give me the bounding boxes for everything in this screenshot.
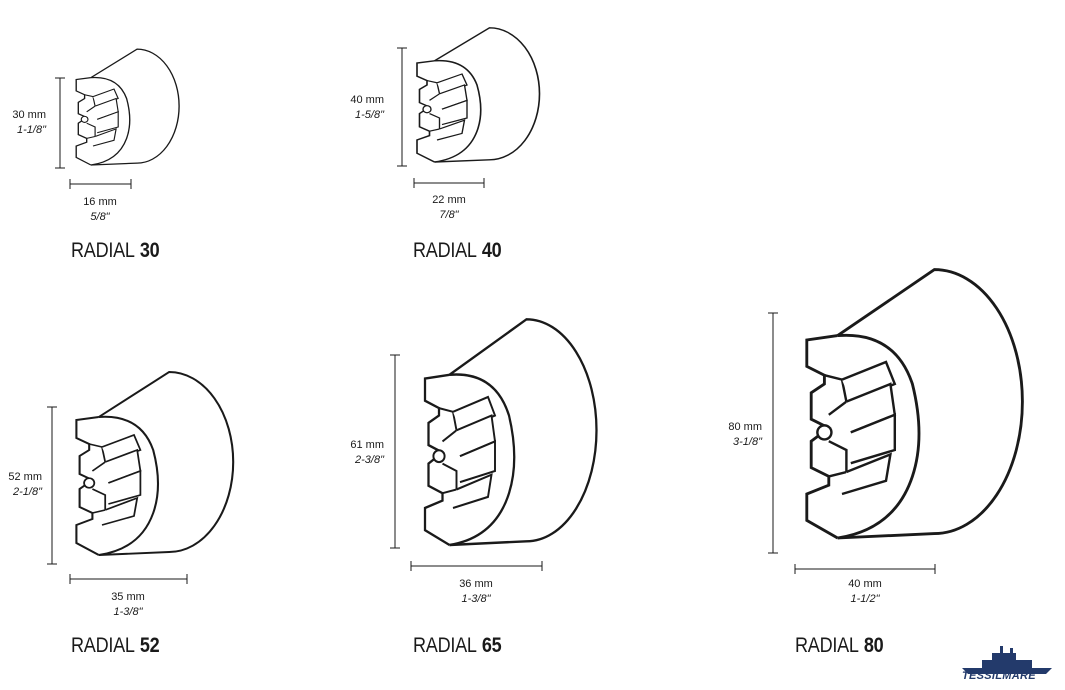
width-in: 5/8" xyxy=(90,211,110,223)
width-in: 7/8" xyxy=(439,209,459,221)
width-mm: 36 mm xyxy=(459,578,493,590)
height-mm: 80 mm xyxy=(728,421,762,433)
width-in: 1-1/2" xyxy=(851,593,881,605)
width-mm: 35 mm xyxy=(111,591,145,603)
profile-radial-52: 52 mm 2-1/8" 35 mm 1-3/8" xyxy=(8,370,235,618)
ship-logo-icon xyxy=(962,646,1052,674)
height-in: 1-1/8" xyxy=(17,124,47,136)
product-number: 30 xyxy=(139,239,160,262)
height-mm: 30 mm xyxy=(12,109,46,121)
width-mm: 22 mm xyxy=(432,194,466,206)
brand-logo-text: TESSILMARE xyxy=(962,670,1036,682)
height-mm: 52 mm xyxy=(8,471,42,483)
product-number: 80 xyxy=(863,634,884,657)
product-name: RADIAL xyxy=(71,239,135,262)
product-name: RADIAL xyxy=(413,239,477,262)
profile-radial-40: 40 mm 1-5/8" 22 mm 7/8" xyxy=(350,26,541,221)
product-number: 52 xyxy=(139,634,160,657)
profile-radial-80: 80 mm 3-1/8" 40 mm 1-1/2" xyxy=(728,268,1024,605)
profile-radial-65: 61 mm 2-3/8" 36 mm 1-3/8" xyxy=(350,318,598,605)
width-in: 1-3/8" xyxy=(114,606,144,618)
height-in: 1-5/8" xyxy=(355,109,385,121)
product-name: RADIAL xyxy=(795,634,859,657)
product-name: RADIAL xyxy=(71,634,135,657)
height-in: 3-1/8" xyxy=(733,436,763,448)
width-in: 1-3/8" xyxy=(462,593,492,605)
product-name: RADIAL xyxy=(413,634,477,657)
product-number: 65 xyxy=(481,634,502,657)
product-number: 40 xyxy=(481,239,502,262)
height-in: 2-1/8" xyxy=(12,486,43,498)
height-in: 2-3/8" xyxy=(354,454,385,466)
height-mm: 40 mm xyxy=(350,94,384,106)
height-mm: 61 mm xyxy=(350,439,384,451)
width-mm: 16 mm xyxy=(83,196,117,208)
width-mm: 40 mm xyxy=(848,578,882,590)
profile-radial-30: 30 mm 1-1/8" 16 mm 5/8" xyxy=(12,48,180,223)
